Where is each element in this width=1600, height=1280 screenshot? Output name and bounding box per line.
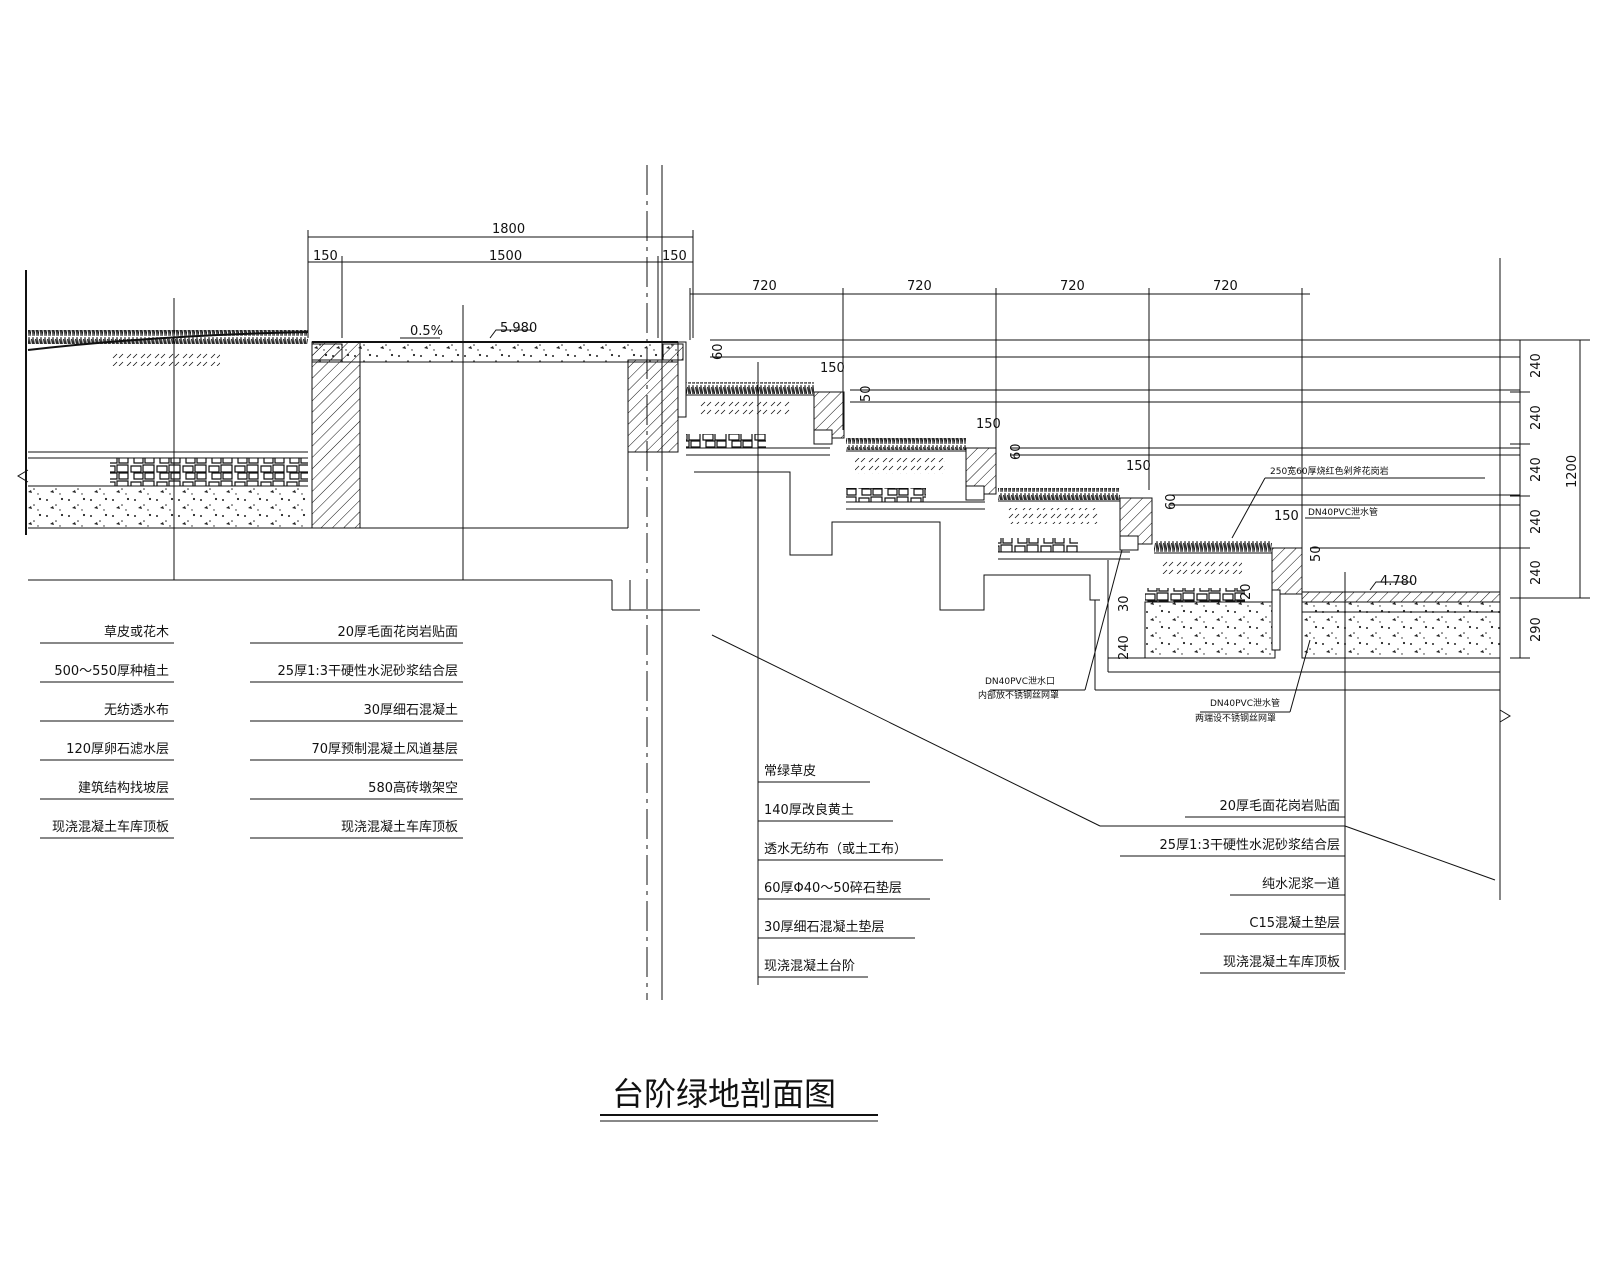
dim-240-left: 240: [1117, 635, 1132, 660]
top-dimension-chain: [307, 230, 1310, 560]
dim-50: 50: [859, 385, 874, 402]
dim-150-b: 150: [976, 417, 1001, 432]
legend-right-5: 现浇混凝土车库顶板: [1223, 954, 1340, 970]
dim-240-r5: 240: [1529, 560, 1544, 585]
legend-right-3: 纯水泥浆一道: [1262, 877, 1340, 892]
slope-label: 0.5%: [410, 324, 443, 339]
legend-center-1: 常绿草皮: [764, 764, 816, 779]
dim-150-left: 150: [313, 249, 338, 264]
legend-left-3: 无纺透水布: [104, 703, 169, 718]
dim-720-2: 720: [907, 279, 932, 294]
legend-center: [758, 781, 943, 978]
legend-left: [40, 642, 174, 839]
legend-center-5: 30厚细石混凝土垫层: [764, 919, 885, 935]
coping-note: 250宽60厚烧红色剁斧花岗岩: [1270, 465, 1389, 477]
dim-240-r1: 240: [1529, 353, 1544, 378]
dim-20-note: 20: [1239, 583, 1254, 600]
step-2: [846, 438, 997, 510]
pipe-note-1b: 内部放不锈钢丝网罩: [978, 689, 1059, 701]
paved-platform: [311, 305, 700, 611]
legend-right-1: 20厚毛面花岗岩贴面: [1219, 798, 1340, 814]
dim-60-a: 60: [711, 343, 726, 360]
dim-60-b: 60: [1009, 443, 1024, 460]
pipe-note-1: DN40PVC泄水口: [985, 675, 1055, 687]
dim-240-r2: 240: [1529, 405, 1544, 430]
legend-mid-4: 70厚预制混凝土风道基层: [311, 741, 458, 757]
legend-mid: [250, 642, 463, 839]
dim-720-3: 720: [1060, 279, 1085, 294]
legend-mid-5: 580高砖墩架空: [368, 780, 458, 796]
dim-150-a: 150: [820, 361, 845, 376]
legend-mid-3: 30厚细石混凝土: [363, 702, 458, 718]
leader-lines: [711, 362, 1496, 985]
lower-paving: [1301, 258, 1511, 900]
legend-right-4: C15混凝土垫层: [1249, 915, 1340, 931]
legend-left-4: 120厚卵石滤水层: [66, 742, 169, 757]
dim-720-4: 720: [1213, 279, 1238, 294]
dim-290-r6: 290: [1529, 617, 1544, 642]
dim-50-b: 50: [1309, 545, 1324, 562]
pipe-note-2: DN40PVC泄水管: [1210, 697, 1280, 709]
dim-720-1: 720: [752, 279, 777, 294]
legend-right-2: 25厚1:3干硬性水泥砂浆结合层: [1160, 838, 1340, 853]
legend-mid-2: 25厚1:3干硬性水泥砂浆结合层: [278, 664, 458, 679]
legend-left-5: 建筑结构找坡层: [78, 780, 169, 796]
dim-60-c: 60: [1164, 493, 1179, 510]
elevation-bottom-marker: [1369, 581, 1412, 591]
legend-mid-6: 现浇混凝土车库顶板: [341, 819, 458, 835]
legend-center-2: 140厚改良黄土: [764, 802, 854, 818]
axis-lines: [646, 165, 663, 1000]
step-4: [1094, 540, 1500, 691]
right-dimension-stack: [1510, 339, 1590, 659]
drain-small-note: DN40PVC泄水管: [1308, 506, 1378, 518]
step-guide-lines: [710, 339, 1520, 549]
step-1: [686, 382, 1100, 611]
elevation-top: 5.980: [500, 321, 537, 336]
dim-1200: 1200: [1565, 455, 1580, 488]
legend-left-2: 500～550厚种植土: [54, 664, 169, 679]
legend-center-4: 60厚Φ40～50碎石垫层: [764, 880, 902, 896]
elevation-top-marker: [489, 329, 532, 339]
legend-mid-1: 20厚毛面花岗岩贴面: [337, 624, 458, 640]
dim-30-left: 30: [1117, 595, 1132, 612]
dim-150-right: 150: [662, 249, 687, 264]
step-3: [998, 488, 1153, 560]
drainage-notes: [990, 477, 1485, 713]
dim-1800: 1800: [492, 222, 525, 237]
dim-150-c: 150: [1126, 459, 1151, 474]
legend-left-1: 草皮或花木: [104, 624, 169, 640]
legend-center-3: 透水无纺布（或土工布）: [764, 842, 907, 857]
pipe-note-2b: 两端设不锈钢丝网罩: [1195, 712, 1276, 724]
dim-1500: 1500: [489, 249, 522, 264]
legend-center-6: 现浇混凝土台阶: [764, 958, 855, 974]
dim-240-r3: 240: [1529, 457, 1544, 482]
dim-150-d: 150: [1274, 509, 1299, 524]
legend-left-6: 现浇混凝土车库顶板: [52, 819, 169, 835]
dim-240-r4: 240: [1529, 509, 1544, 534]
drawing-title: 台阶绿地剖面图: [612, 1075, 836, 1113]
legend-right: [1120, 816, 1345, 974]
